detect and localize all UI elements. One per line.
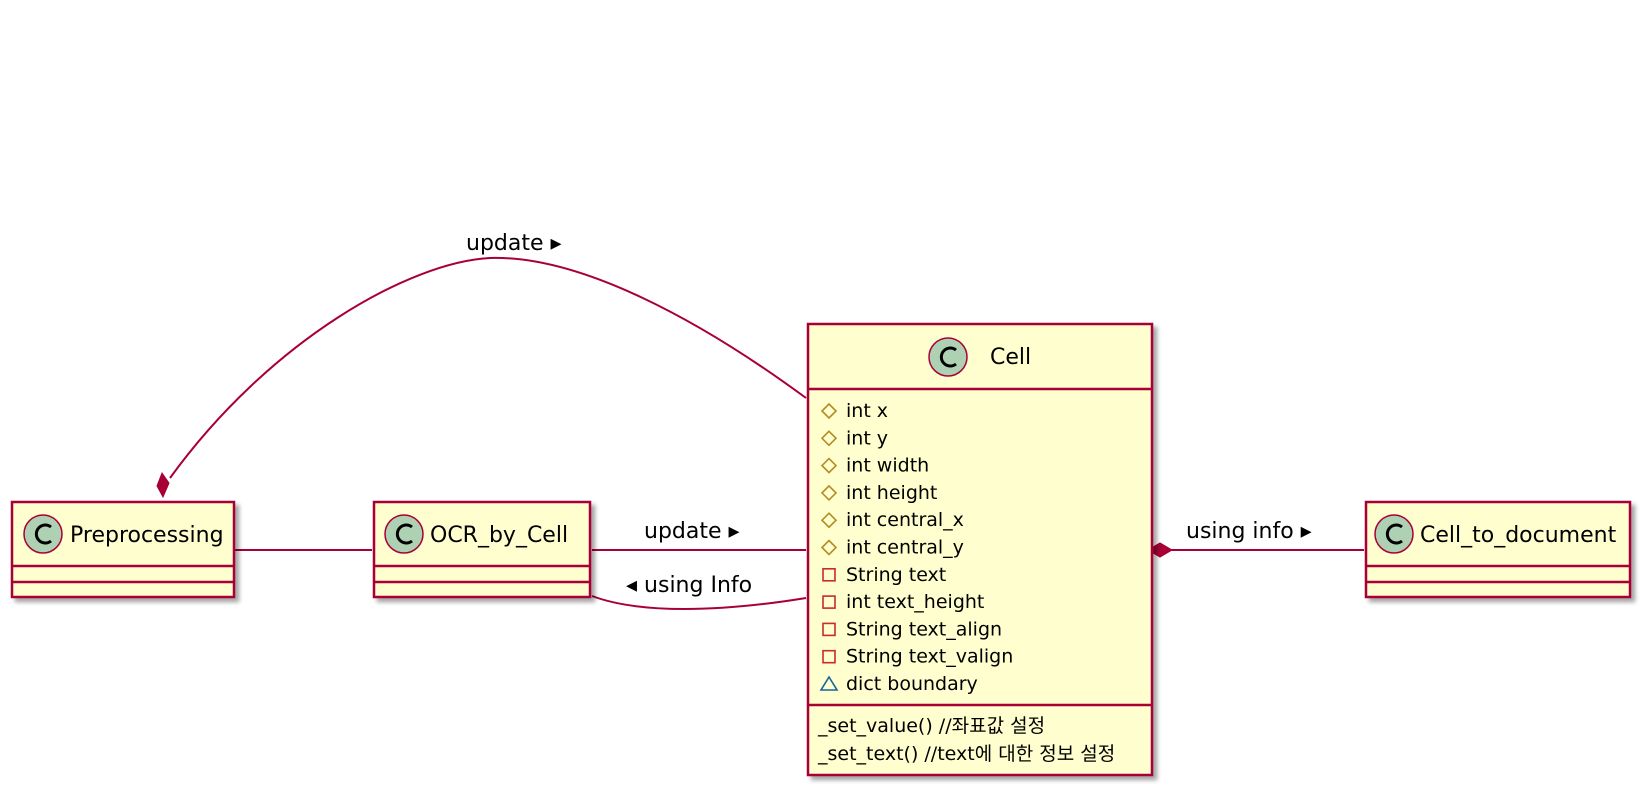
private-square-icon xyxy=(822,595,836,609)
class-badge-icon xyxy=(23,514,63,554)
composition-diamond-icon xyxy=(156,471,170,499)
class-box xyxy=(806,322,1154,777)
attribute-text: int central_x xyxy=(846,509,964,531)
attribute-text: dict boundary xyxy=(846,673,978,695)
attribute-row: String text xyxy=(822,564,946,586)
protected-diamond-icon xyxy=(820,402,838,420)
edge-label-update: update ▸ xyxy=(644,519,740,544)
class-badge-icon xyxy=(928,337,968,377)
association-curve xyxy=(591,595,807,610)
protected-diamond-icon xyxy=(820,484,838,502)
attribute-row: int x xyxy=(820,400,888,422)
class-preprocessing[interactable]: Preprocessing xyxy=(10,500,236,599)
class-cell-to-document[interactable]: Cell_to_document xyxy=(1364,500,1632,599)
edge-label-update-top: update ▸ xyxy=(466,231,562,256)
attribute-row: int y xyxy=(820,427,888,449)
attribute-row: int central_y xyxy=(820,537,964,559)
attribute-row: int text_height xyxy=(822,591,984,613)
class-name: Cell_to_document xyxy=(1420,523,1617,548)
attribute-row: String text_align xyxy=(822,618,1002,640)
class-name: OCR_by_Cell xyxy=(430,523,568,548)
composition-line xyxy=(169,256,807,479)
attribute-text: String text xyxy=(846,564,946,586)
attribute-row: int width xyxy=(820,455,929,477)
attribute-text: int x xyxy=(846,400,888,422)
composition-diamond-icon xyxy=(1147,542,1173,558)
edge-label-using-info-right: using info ▸ xyxy=(1186,519,1312,544)
protected-diamond-icon xyxy=(820,457,838,474)
relation-cell-preprocessing: update ▸ xyxy=(156,231,807,499)
relation-ocr-cell-using-info: ◂ using Info xyxy=(591,573,807,610)
attribute-list: int x int y int width int height int central… xyxy=(819,400,1013,695)
protected-diamond-icon xyxy=(820,539,838,556)
class-ocr-by-cell[interactable]: OCR_by_Cell xyxy=(372,500,592,599)
class-badge-icon xyxy=(1374,514,1414,554)
attribute-text: int height xyxy=(846,482,937,504)
private-square-icon xyxy=(822,567,836,582)
protected-diamond-icon xyxy=(820,512,838,529)
protected-diamond-icon xyxy=(820,430,838,447)
package-triangle-icon xyxy=(819,675,839,691)
attribute-row: int central_x xyxy=(820,509,964,531)
attribute-row: int height xyxy=(820,482,937,504)
attribute-text: int width xyxy=(846,455,929,477)
attribute-row: dict boundary xyxy=(819,673,978,695)
class-cell[interactable]: Cell int x int y int width int height int ce… xyxy=(806,322,1154,777)
method-text: _set_value() //좌표값 설정 xyxy=(817,715,1045,737)
class-name: Cell xyxy=(990,345,1031,370)
attribute-text: int central_y xyxy=(846,537,964,559)
class-name: Preprocessing xyxy=(70,523,224,548)
relation-ocr-cell-update: update ▸ xyxy=(592,519,806,551)
relation-cell-todocument: using info ▸ xyxy=(1147,519,1364,558)
edge-label-using-info: ◂ using Info xyxy=(626,573,752,598)
method-text: _set_text() //text에 대한 정보 설정 xyxy=(817,743,1115,765)
private-square-icon xyxy=(822,622,836,637)
method-list: _set_value() //좌표값 설정 _set_text() //text에… xyxy=(817,715,1115,765)
attribute-text: int text_height xyxy=(846,591,984,613)
attribute-text: String text_align xyxy=(846,618,1002,640)
attribute-text: int y xyxy=(846,427,888,449)
attribute-row: String text_valign xyxy=(822,646,1013,668)
private-square-icon xyxy=(822,649,836,664)
class-badge-icon xyxy=(384,514,424,554)
attribute-text: String text_valign xyxy=(846,646,1013,668)
